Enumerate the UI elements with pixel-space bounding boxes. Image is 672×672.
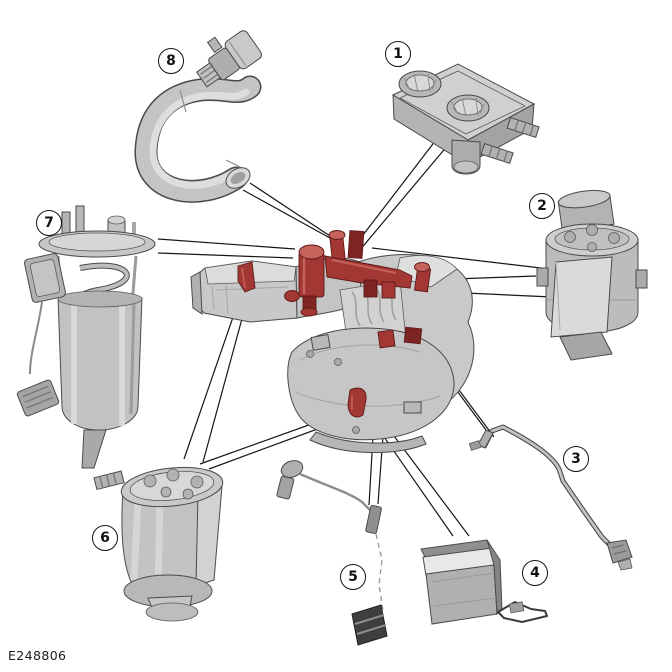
callout-3: 3 — [563, 446, 589, 472]
callout-7: 7 — [36, 210, 62, 236]
highlight-bracket-left — [237, 261, 256, 293]
part-4-control-module — [420, 539, 548, 625]
part-7-fuel-pump-module — [16, 205, 156, 469]
part-6-canister — [93, 466, 224, 622]
part-5-sensor-wire — [276, 460, 388, 646]
part-2-canister — [536, 189, 648, 361]
callout-6: 6 — [92, 525, 118, 551]
part-1-reservoir — [391, 63, 540, 175]
figure-code: E248806 — [8, 648, 67, 663]
highlight-rail — [324, 230, 413, 299]
highlight-clamp-b — [403, 326, 423, 345]
callout-2: 2 — [529, 193, 555, 219]
part-3-fuel-pipe — [468, 424, 633, 571]
highlight-sensor-right — [414, 262, 432, 293]
engine-intake-assembly — [190, 254, 475, 453]
callout-8: 8 — [158, 48, 184, 74]
callout-1: 1 — [385, 41, 411, 67]
highlighted-components — [237, 230, 432, 418]
callout-5: 5 — [340, 564, 366, 590]
callout-4: 4 — [522, 560, 548, 586]
highlight-clamp-a — [377, 329, 396, 349]
part-8-fuel-hose — [134, 30, 262, 203]
highlight-foot-bottom — [347, 387, 367, 418]
highlight-pump — [284, 244, 325, 317]
